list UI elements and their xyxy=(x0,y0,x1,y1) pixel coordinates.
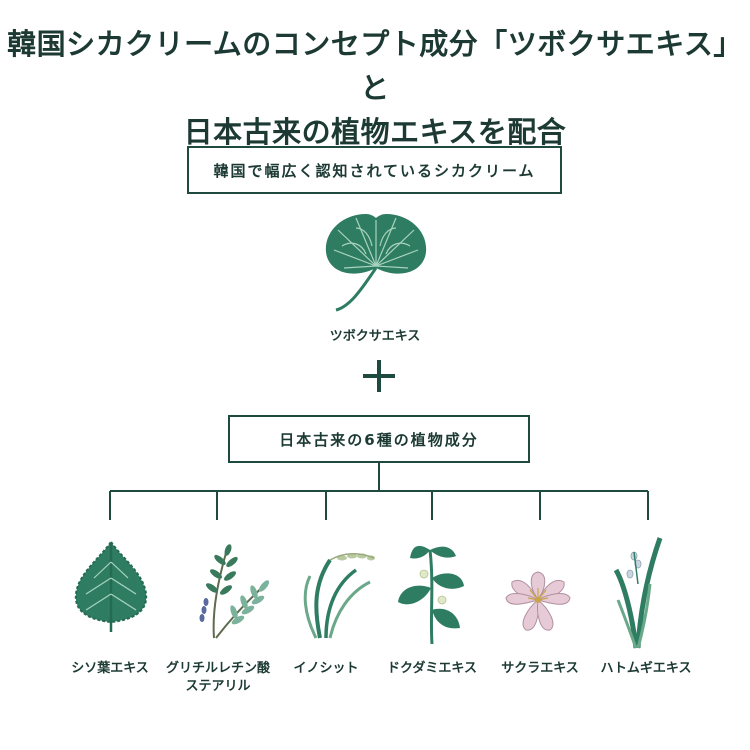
plant-label-sakura: サクラエキス xyxy=(501,661,579,676)
headline-line-1: 韓国シカクリームのコンセプト成分「ツボクサエキス」と xyxy=(7,27,743,105)
plant-label-shiso: シソ葉エキス xyxy=(71,661,149,676)
plant-label-inositol: イノシット xyxy=(293,661,359,676)
hatomugi-icon xyxy=(613,537,663,649)
headline: 韓国シカクリームのコンセプト成分「ツボクサエキス」と 日本古来の植物エキスを配合 xyxy=(0,22,750,154)
top-label-text: 韓国で幅広く認知されているシカクリーム xyxy=(213,161,536,180)
plant-label-hatomugi: ハトムギエキス xyxy=(600,661,692,676)
shiso-leaf-icon xyxy=(74,540,148,632)
plant-label-licorice: グリチルレチン酸 ステアリル xyxy=(165,661,270,694)
sakura-icon xyxy=(505,571,571,631)
mid-label-box: 日本古来の6種の植物成分 xyxy=(228,415,530,463)
licorice-icon xyxy=(199,544,270,639)
centella-leaf-icon xyxy=(325,214,427,312)
dokudami-icon xyxy=(398,545,464,645)
plus-icon xyxy=(361,358,397,394)
mid-label-text: 日本古来の6種の植物成分 xyxy=(279,430,479,449)
plant-label-dokudami: ドクダミエキス xyxy=(386,661,478,676)
rice-icon xyxy=(303,553,375,639)
top-label-box: 韓国で幅広く認知されているシカクリーム xyxy=(187,146,562,194)
main-ingredient-label: ツボクサエキス xyxy=(329,329,421,344)
headline-line-2: 日本古来の植物エキスを配合 xyxy=(183,115,567,149)
